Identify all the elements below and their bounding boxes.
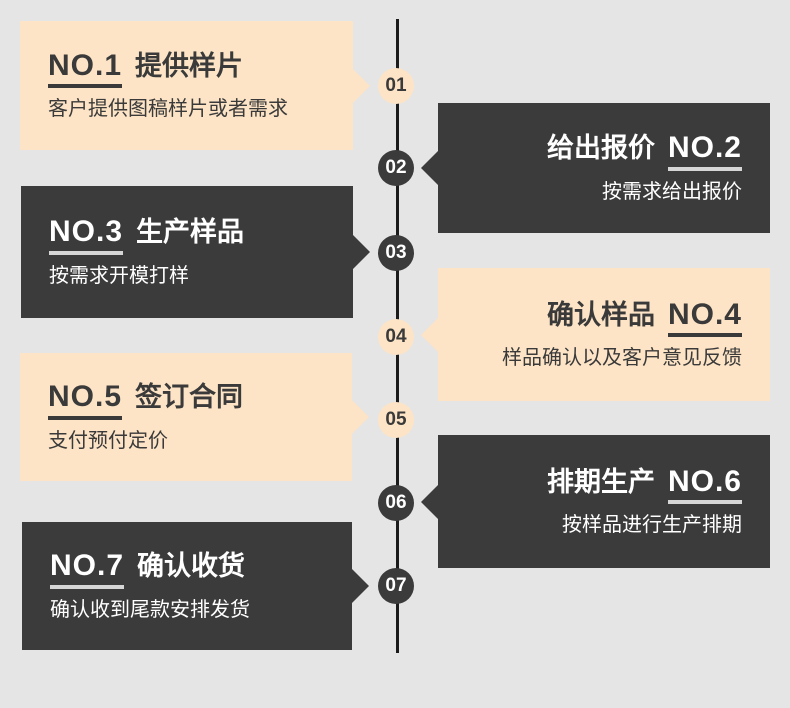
step-circle-01: 01	[378, 68, 414, 104]
step-box-2: 给出报价 NO.2 按需求给出报价	[421, 103, 770, 233]
step-title-row: NO.7 确认收货	[50, 550, 245, 589]
arrow-right-icon	[352, 569, 369, 603]
step-subtitle: 确认收到尾款安排发货	[50, 598, 250, 621]
arrow-left-icon	[421, 317, 438, 352]
step-no-label: NO.2	[667, 132, 742, 171]
step-title: 签订合同	[135, 382, 244, 413]
step-subtitle: 支付预付定价	[48, 429, 168, 452]
step-circle-06: 06	[378, 485, 414, 521]
step-subtitle: 按需求开模打样	[49, 264, 189, 287]
step-title: 确认样品	[546, 299, 655, 330]
arrow-right-icon	[353, 235, 370, 269]
step-box-5: NO.5 签订合同 支付预付定价	[20, 353, 369, 481]
step-box-7: NO.7 确认收货 确认收到尾款安排发货	[22, 522, 369, 650]
step-no-label: NO.7	[50, 550, 125, 589]
step-title-row: NO.1 提供样片	[48, 50, 243, 89]
step-circle-04: 04	[378, 319, 414, 355]
step-title-row: 给出报价 NO.2	[547, 132, 742, 171]
step-box-3: NO.3 生产样品 按需求开模打样	[21, 186, 370, 318]
step-box-4: 确认样品 NO.4 样品确认以及客户意见反馈	[421, 268, 770, 401]
step-title: 生产样品	[136, 217, 245, 248]
step-title: 给出报价	[546, 133, 655, 164]
arrow-right-icon	[353, 68, 370, 103]
arrow-right-icon	[352, 400, 369, 434]
step-no-label: NO.4	[667, 299, 742, 338]
arrow-left-icon	[421, 151, 438, 185]
step-subtitle: 样品确认以及客户意见反馈	[502, 347, 742, 370]
step-circle-05: 05	[378, 402, 414, 438]
step-subtitle: 按需求给出报价	[602, 180, 742, 203]
step-no-label: NO.3	[49, 216, 124, 255]
step-title: 提供样片	[135, 50, 244, 81]
step-title-row: 确认样品 NO.4	[547, 299, 742, 338]
step-title-row: 排期生产 NO.6	[547, 466, 742, 505]
step-circle-03: 03	[378, 235, 414, 271]
step-circle-07: 07	[378, 568, 414, 604]
step-no-label: NO.1	[48, 50, 123, 89]
arrow-left-icon	[421, 484, 438, 519]
step-circle-02: 02	[378, 150, 414, 186]
step-title: 确认收货	[137, 551, 246, 582]
step-no-label: NO.5	[48, 381, 123, 420]
step-no-label: NO.6	[667, 466, 742, 505]
step-box-1: NO.1 提供样片 客户提供图稿样片或者需求	[20, 21, 370, 150]
step-box-6: 排期生产 NO.6 按样品进行生产排期	[421, 435, 770, 568]
step-title-row: NO.3 生产样品	[49, 216, 244, 255]
step-subtitle: 按样品进行生产排期	[562, 514, 742, 537]
step-subtitle: 客户提供图稿样片或者需求	[48, 98, 288, 121]
step-title-row: NO.5 签订合同	[48, 381, 243, 420]
step-title: 排期生产	[546, 466, 655, 497]
